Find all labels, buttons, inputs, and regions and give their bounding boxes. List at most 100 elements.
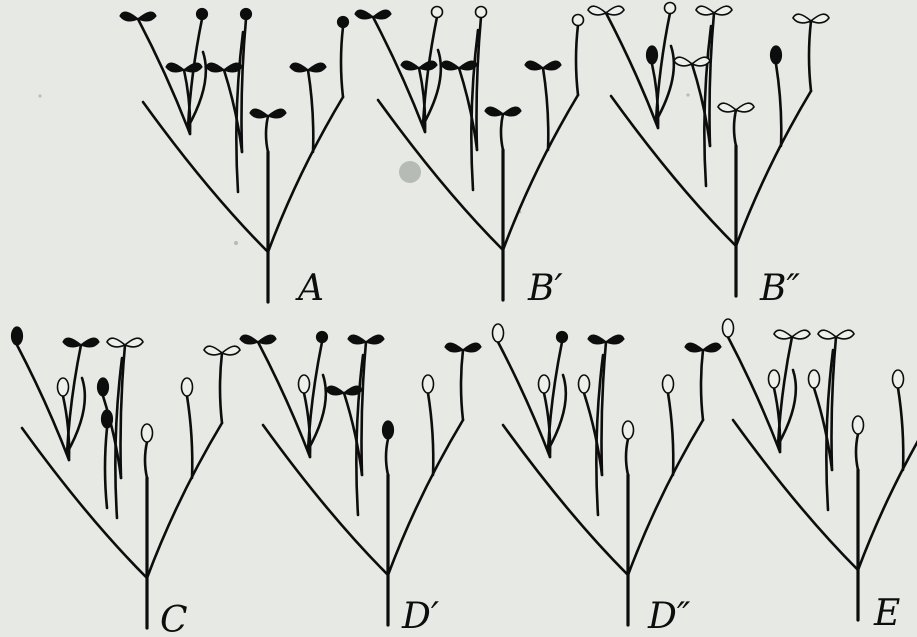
open-bud-icon <box>432 7 443 18</box>
light-seed-icon <box>579 375 590 393</box>
twig-t7 <box>856 434 858 470</box>
branch-left <box>263 425 388 575</box>
leaf-blade-left-icon <box>120 12 138 21</box>
leaf-blade-left-icon <box>107 338 125 347</box>
twig-t1 <box>606 13 658 128</box>
speck <box>234 241 238 245</box>
paper-specks <box>39 93 690 245</box>
leaf-blade-left-icon <box>441 61 459 70</box>
leaf-blade-left-icon <box>401 61 419 70</box>
twig-t4 <box>220 353 222 423</box>
leaf-blade-right-icon <box>258 335 276 344</box>
closed-bud-icon <box>557 332 568 343</box>
twig-t1 <box>138 19 190 134</box>
leaf-blade-right-icon <box>373 10 391 19</box>
leaf-blade-right-icon <box>792 330 810 339</box>
branch-left <box>611 96 736 246</box>
leaf-blade-left-icon <box>355 10 373 19</box>
leaf-blade-left-icon <box>445 343 463 352</box>
leaf-blade-right-icon <box>366 335 384 344</box>
branch-right <box>147 423 222 578</box>
twig-t8 <box>187 396 192 478</box>
leaf-blade-left-icon <box>250 109 268 118</box>
leaf-blade-left-icon <box>588 6 606 15</box>
dark-seed-icon <box>383 421 394 439</box>
leaf-blade-left-icon <box>290 63 308 72</box>
twig-t1 <box>728 337 780 452</box>
dark-seed-icon <box>771 46 782 64</box>
terminal-organs <box>120 9 349 153</box>
twig-t4 <box>576 25 578 95</box>
leaf-blade-left-icon <box>774 330 792 339</box>
light-seed-icon <box>142 424 153 442</box>
leaf-blade-right-icon <box>811 14 829 23</box>
twig-t7 <box>266 116 268 152</box>
leaf-blade-left-icon <box>485 107 503 116</box>
panel-label-d-prime: D′ <box>401 596 439 637</box>
panel-c: C <box>12 327 241 637</box>
twig-t8 <box>898 388 903 470</box>
leaf-blade-right-icon <box>138 12 156 21</box>
branch-right <box>628 420 703 575</box>
closed-bud-icon <box>338 17 349 28</box>
panel-label-c: C <box>160 600 188 637</box>
leaf-blade-left-icon <box>696 6 714 15</box>
panel-label-a: A <box>295 268 324 309</box>
leaf-blade-right-icon <box>81 338 99 347</box>
panel-label-b-prime: B′ <box>527 268 563 309</box>
leaf-blade-left-icon <box>63 338 81 347</box>
branch-right <box>503 95 578 250</box>
speck <box>399 161 421 183</box>
leaf-blade-right-icon <box>503 107 521 116</box>
twig-t7 <box>734 110 736 146</box>
light-seed-icon <box>853 416 864 434</box>
light-seed-icon <box>723 319 734 337</box>
leaf-blade-left-icon <box>674 57 692 66</box>
leaf-blade-left-icon <box>204 346 222 355</box>
branch-left <box>143 102 268 252</box>
closed-bud-icon <box>197 9 208 20</box>
leaf-blade-left-icon <box>240 335 258 344</box>
twig-t1 <box>373 17 425 132</box>
light-seed-icon <box>663 375 674 393</box>
twig-t8 <box>543 68 548 150</box>
terminal-organs <box>355 7 584 151</box>
leaf-blade-right-icon <box>268 109 286 118</box>
branch-left <box>22 428 147 578</box>
branch-left <box>503 425 628 575</box>
panel-d-double-prime: D″ <box>493 324 722 637</box>
twig-t4 <box>341 27 343 97</box>
leaf-blade-right-icon <box>692 57 710 66</box>
terminal-organs <box>493 324 722 475</box>
panel-b-prime: B′ <box>355 7 584 310</box>
leaf-blade-left-icon <box>348 335 366 344</box>
leaf-blade-left-icon <box>525 61 543 70</box>
branch-left <box>378 100 503 250</box>
leaf-blade-left-icon <box>588 335 606 344</box>
panel-label-b-double-prime: B″ <box>759 268 800 309</box>
twig-t4 <box>701 350 703 420</box>
light-seed-icon <box>769 370 780 388</box>
panel-d-prime: D′ <box>240 332 481 637</box>
leaf-blade-right-icon <box>222 346 240 355</box>
leaf-blade-right-icon <box>419 61 437 70</box>
open-bud-icon <box>573 15 584 26</box>
twig-t7 <box>626 439 628 475</box>
twig-t9 <box>105 428 107 508</box>
branch-right <box>736 91 811 246</box>
panel-label-e: E <box>873 593 900 634</box>
terminal-organs <box>12 327 241 508</box>
twig-t4 <box>809 21 811 91</box>
leaf-blade-right-icon <box>184 63 202 72</box>
light-seed-icon <box>299 375 310 393</box>
twig-t8 <box>776 64 781 146</box>
twig-t1 <box>498 342 550 457</box>
leaf-blade-right-icon <box>308 63 326 72</box>
branch-right <box>388 420 463 575</box>
light-seed-icon <box>809 370 820 388</box>
twig-t8 <box>308 70 313 152</box>
leaf-blade-right-icon <box>714 6 732 15</box>
open-bud-icon <box>476 7 487 18</box>
leaf-blade-left-icon <box>818 330 836 339</box>
